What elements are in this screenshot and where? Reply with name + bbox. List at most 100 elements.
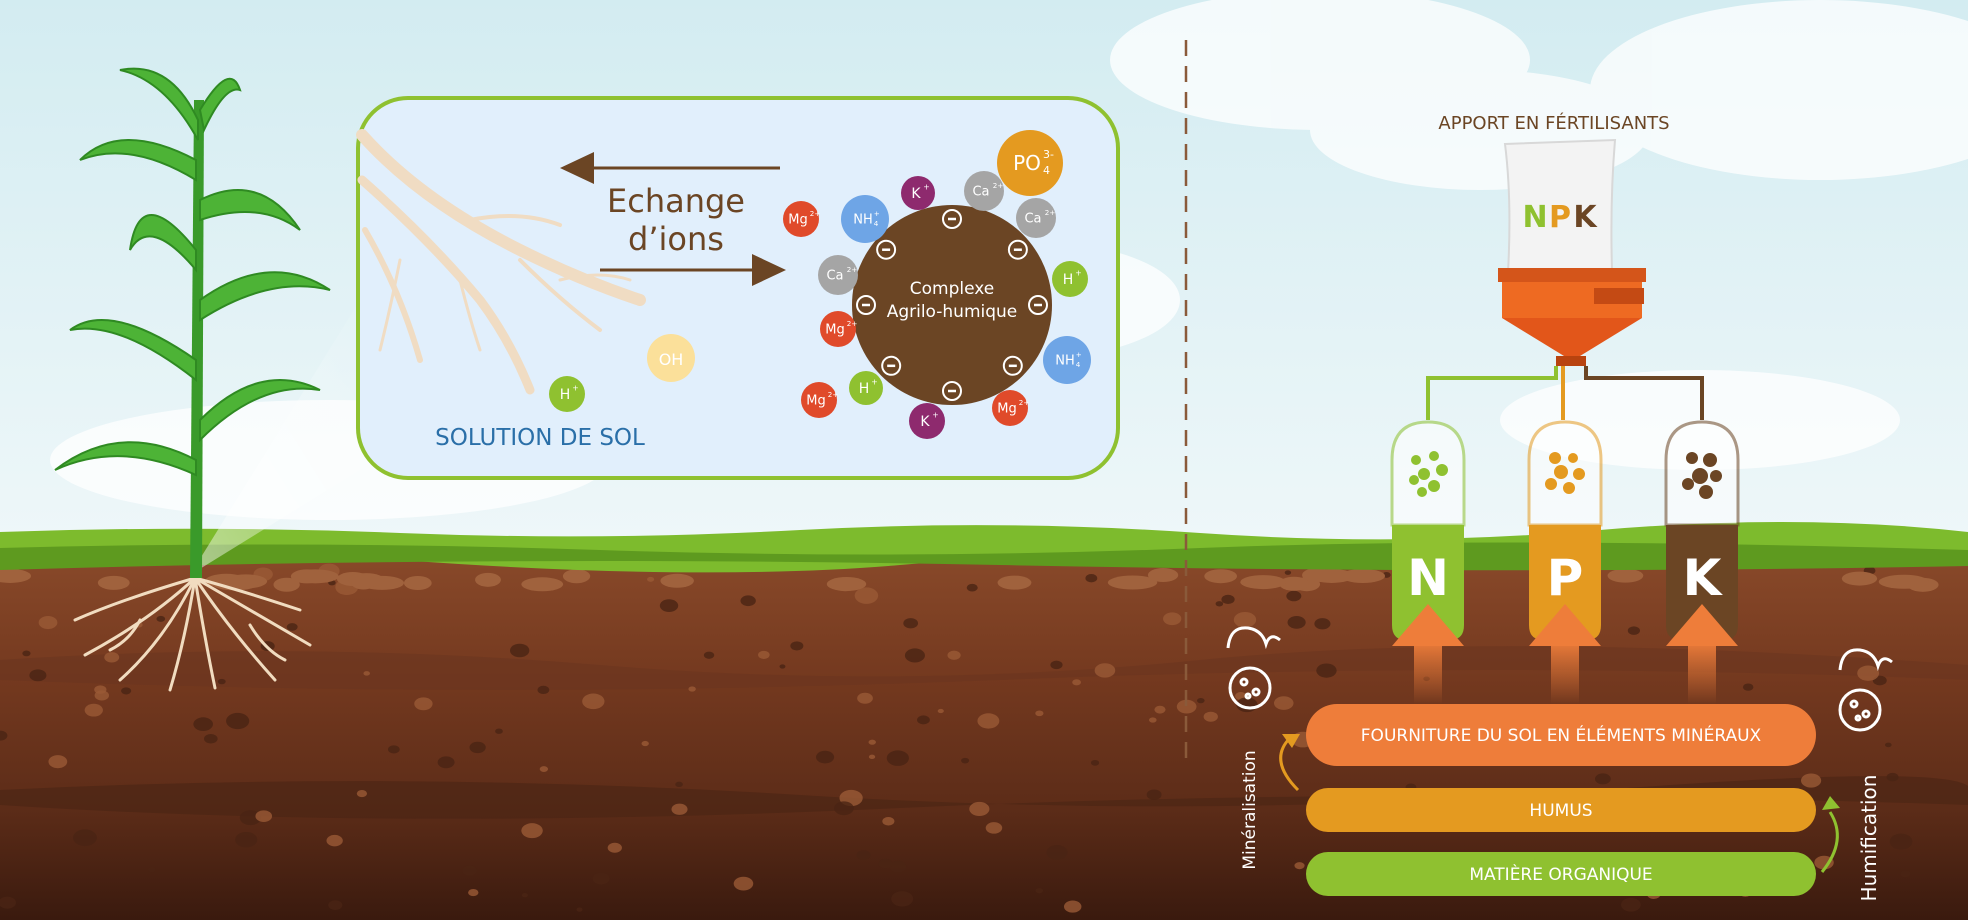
nutrient-letter: N — [1407, 549, 1449, 607]
svg-text:Mg: Mg — [997, 402, 1016, 417]
humification-arrowhead-icon — [1822, 796, 1840, 810]
svg-text:Mg: Mg — [825, 323, 844, 338]
zoom-beam — [190, 300, 360, 575]
uptake-arrow-shaft — [1414, 640, 1442, 704]
svg-text:+: + — [932, 411, 938, 420]
svg-text:4: 4 — [1043, 164, 1050, 177]
svg-text:2+: 2+ — [828, 390, 839, 399]
svg-text:+: + — [1076, 350, 1082, 359]
svg-text:2+: 2+ — [993, 181, 1004, 190]
panel-roots — [356, 129, 646, 395]
nutrient-block — [1666, 525, 1738, 640]
worm-icon-right — [1838, 648, 1893, 672]
hopper-top — [1498, 268, 1646, 282]
svg-text:+: + — [1075, 269, 1081, 278]
nutrient-letter: K — [1683, 549, 1724, 607]
svg-text:2+: 2+ — [1045, 208, 1056, 217]
microbe-icon — [1228, 666, 1272, 710]
fertilizer-title: APPORT EN FÉRTILISANTS — [1438, 112, 1669, 134]
svg-text:Ca: Ca — [1024, 212, 1041, 227]
ion-exchange-panel: Echange d’ions Complexe Agrilo-humique K… — [356, 96, 1120, 480]
ion-k-0: K+ — [901, 176, 935, 210]
nutrient-column-k: K — [1664, 420, 1740, 704]
svg-text:4: 4 — [1076, 360, 1081, 369]
negative-charge-icon — [1028, 295, 1048, 315]
ion-nh-5: NH+4 — [1043, 336, 1091, 384]
negative-charge-icon — [881, 355, 902, 376]
bag-letter-n: N — [1522, 200, 1547, 235]
hopper-handle — [1594, 288, 1644, 304]
ion-ca-1: Ca 2+ — [964, 171, 1004, 211]
svg-text:H: H — [1063, 272, 1074, 288]
bag-letter-k: K — [1573, 200, 1598, 235]
uptake-arrow-shaft — [1551, 640, 1579, 704]
soil-layer-line-2 — [0, 776, 1968, 819]
uptake-arrow-shaft — [1688, 640, 1716, 704]
ion-h-4: H+ — [1052, 261, 1088, 297]
free-h-ion: H+ — [549, 376, 585, 412]
svg-text:4: 4 — [874, 219, 879, 228]
nutrient-column-n: N — [1390, 420, 1466, 704]
distribution-pipes — [1426, 366, 1704, 420]
mineralisation-arrow — [1279, 736, 1300, 792]
oh-ion-label: OH — [659, 350, 684, 369]
ion-nh-12: NH+4 — [841, 195, 889, 243]
soil-layer-line — [0, 646, 1968, 690]
svg-text:H: H — [859, 381, 870, 397]
uptake-arrow-icon — [1529, 604, 1601, 646]
negative-charge-icon — [1007, 239, 1028, 260]
clay-humus-complex — [852, 205, 1052, 405]
svg-text:2+: 2+ — [847, 319, 858, 328]
svg-text:3-: 3- — [1043, 148, 1054, 161]
bag-letter-p: P — [1549, 200, 1571, 235]
svg-text:Mg: Mg — [788, 213, 807, 228]
plant-roots — [73, 576, 312, 692]
exchange-arrows — [560, 152, 786, 286]
ion-ca-3: Ca 2+ — [1016, 198, 1056, 238]
organic-matter-label: MATIÈRE ORGANIQUE — [1469, 863, 1652, 885]
negative-charge-icon — [942, 209, 962, 229]
svg-text:2+: 2+ — [847, 265, 858, 274]
complex-label-line2: Agrilo-humique — [887, 302, 1018, 322]
exchange-label-line2: d’ions — [628, 220, 724, 258]
svg-text:H: H — [560, 387, 571, 403]
hopper-spout — [1556, 356, 1586, 366]
svg-text:Ca: Ca — [826, 269, 843, 284]
soil-solution-label: SOLUTION DE SOL — [435, 425, 645, 451]
svg-text:K: K — [911, 186, 921, 202]
complex-label-line1: Complexe — [910, 279, 995, 299]
svg-text:K: K — [920, 414, 930, 430]
svg-text:Ca: Ca — [972, 185, 989, 200]
arrow-left-icon — [560, 152, 594, 184]
svg-text:+: + — [572, 384, 578, 393]
organic-matter-bar — [1306, 852, 1816, 896]
ion-ca-11: Ca 2+ — [818, 255, 858, 295]
oh-ion — [647, 334, 695, 382]
nutrient-block — [1392, 525, 1464, 640]
negative-charge-icon — [942, 381, 962, 401]
corn-plant — [54, 67, 360, 692]
negative-charge-icon — [1002, 355, 1023, 376]
nutrient-block — [1529, 525, 1601, 640]
negative-charge-icon — [856, 295, 876, 315]
humus-bar — [1306, 788, 1816, 832]
mineralisation-label: Minéralisation — [1240, 750, 1260, 869]
humification-arrow — [1820, 811, 1839, 873]
plant-leaves — [54, 67, 331, 477]
negative-charge-icon — [876, 239, 897, 260]
worm-icon — [1226, 626, 1281, 650]
nutrient-letter: P — [1547, 549, 1584, 607]
mineral-supply-bar — [1306, 704, 1816, 766]
ion-h-free: H+ — [549, 376, 585, 412]
grass-shadow — [0, 542, 1968, 571]
arrow-right-icon — [752, 254, 786, 286]
svg-text:2+: 2+ — [1019, 398, 1030, 407]
svg-text:2+: 2+ — [810, 209, 821, 218]
